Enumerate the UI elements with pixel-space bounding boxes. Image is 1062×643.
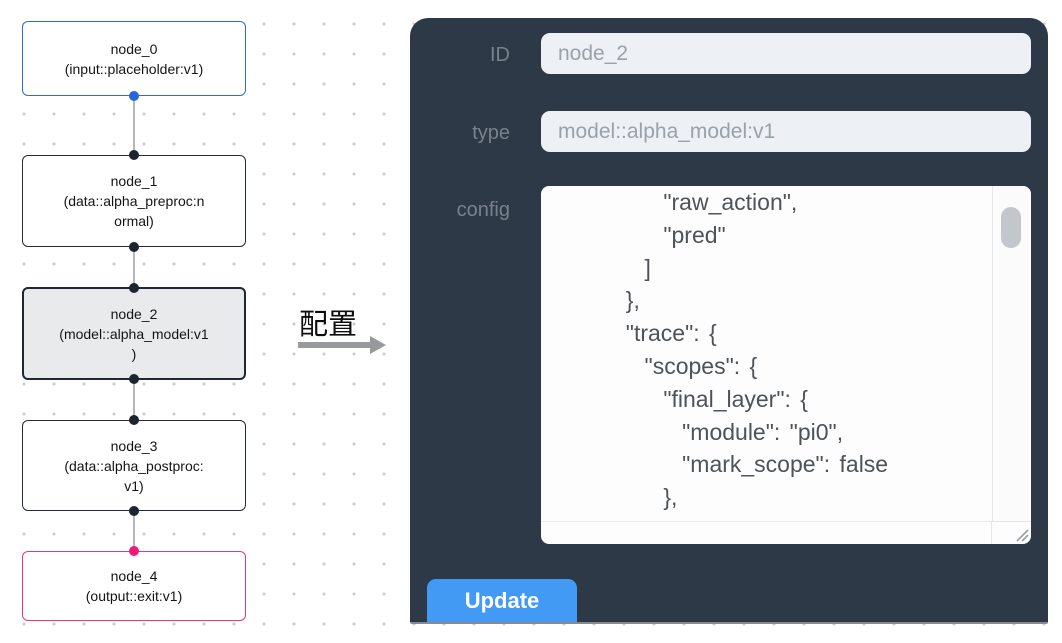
input-port[interactable] — [129, 283, 139, 293]
edge-line — [133, 511, 135, 551]
type-label: type — [472, 122, 510, 144]
node-title: node_4 — [110, 568, 158, 584]
output-port[interactable] — [129, 91, 139, 101]
node-title: node_3 — [110, 437, 158, 454]
input-port[interactable] — [129, 150, 139, 160]
update-button-label: Update — [464, 587, 540, 613]
arrow-head — [370, 336, 386, 354]
node-title: node_0 — [110, 40, 158, 57]
node-subtitle: (model::alpha_model:v1 ) — [59, 325, 209, 362]
edge-line — [133, 96, 135, 155]
edge-line — [133, 247, 135, 287]
resize-grip-icon[interactable] — [1013, 526, 1031, 544]
arrow-right-icon — [298, 336, 388, 354]
flow-node-node_3[interactable]: node_3 (data::alpha_postproc: v1) — [22, 415, 246, 516]
output-port[interactable] — [129, 374, 139, 384]
input-port[interactable] — [129, 546, 139, 556]
transition-label: 配置 — [299, 309, 358, 341]
input-port[interactable] — [129, 415, 139, 425]
node-title: node_2 — [110, 305, 158, 322]
output-port[interactable] — [129, 242, 139, 252]
id-label: ID — [490, 44, 510, 66]
horizontal-scrollbar[interactable] — [541, 521, 992, 544]
edge-line — [133, 380, 135, 420]
node-subtitle: (output::exit:v1) — [85, 588, 183, 604]
config-editor[interactable]: "raw_action", "pred" ] }, "trace": { "sc… — [541, 186, 1031, 544]
config-label: config — [456, 199, 510, 221]
config-panel: ID type config "raw_action", "pred" ] },… — [410, 18, 1048, 624]
scrollbar-thumb[interactable] — [1001, 207, 1021, 248]
flow-node-node_1[interactable]: node_1 (data::alpha_preproc:n ormal) — [22, 150, 246, 252]
flow-node-node_4[interactable]: node_4 (output::exit:v1) — [22, 546, 246, 621]
node-subtitle: (input::placeholder:v1) — [64, 60, 204, 77]
resize-corner[interactable] — [991, 521, 1031, 544]
update-button[interactable]: Update — [427, 579, 577, 622]
node-subtitle: (data::alpha_postproc: v1) — [64, 457, 204, 494]
vertical-scrollbar[interactable] — [992, 186, 1031, 522]
node-subtitle: (data::alpha_preproc:n ormal) — [63, 193, 205, 229]
output-port[interactable] — [129, 506, 139, 516]
flow-node-node_2-selected[interactable]: node_2 (model::alpha_model:v1 ) — [22, 283, 246, 384]
config-json-text[interactable]: "raw_action", "pred" ] }, "trace": { "sc… — [625, 189, 889, 522]
type-input[interactable] — [541, 111, 1031, 152]
arrow-shaft — [298, 342, 370, 348]
flow-node-node_0[interactable]: node_0 (input::placeholder:v1) — [22, 21, 246, 101]
id-input[interactable] — [541, 33, 1031, 74]
node-title: node_1 — [110, 173, 158, 189]
